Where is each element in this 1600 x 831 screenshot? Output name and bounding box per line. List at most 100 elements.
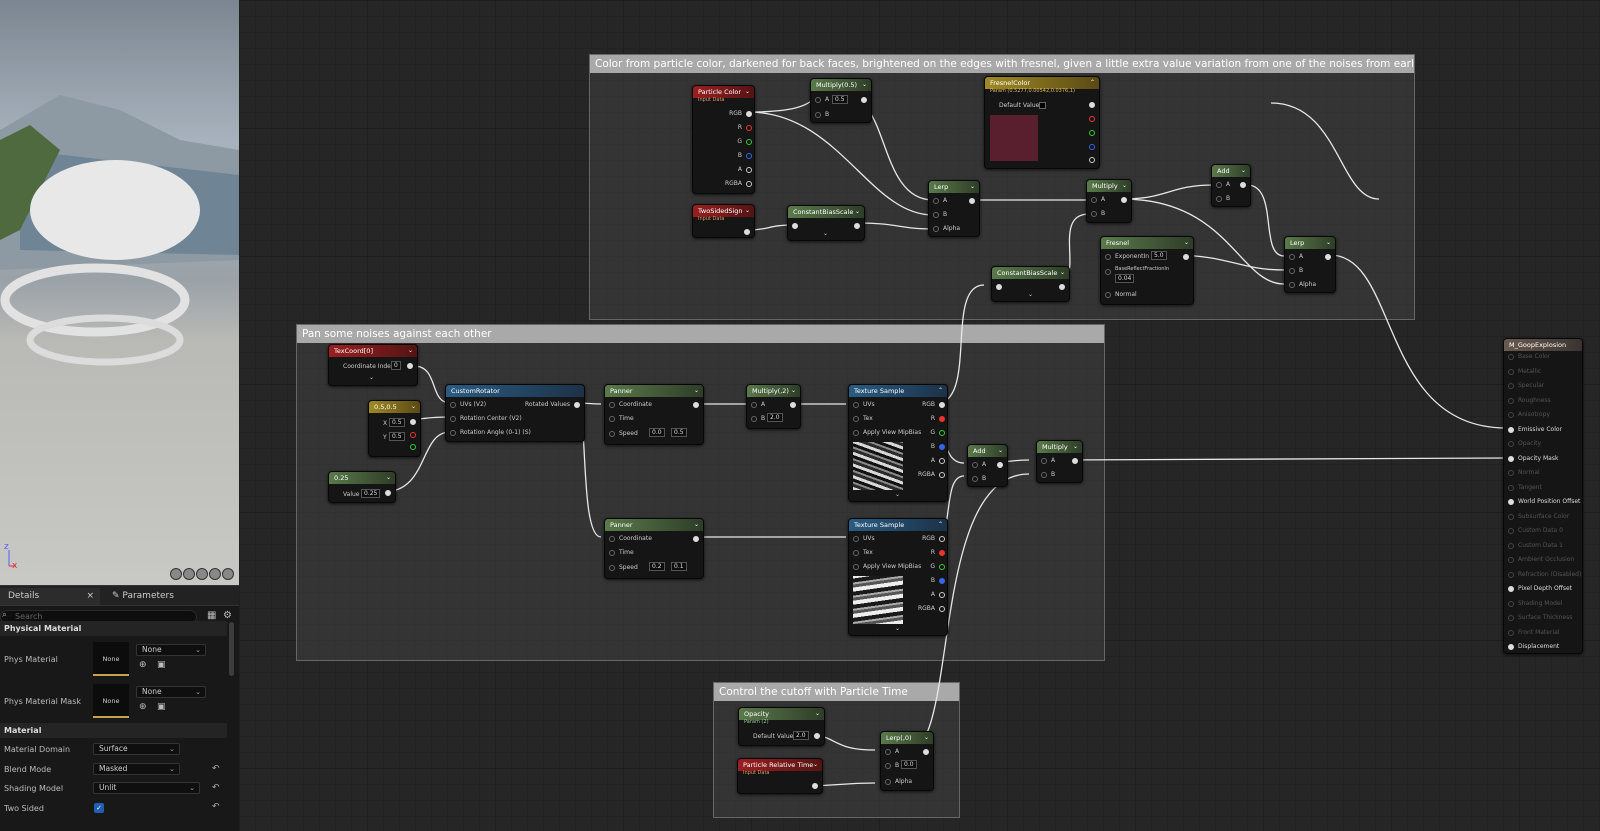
- close-icon[interactable]: ×: [86, 591, 94, 601]
- input-pin[interactable]: [1105, 292, 1111, 298]
- tab-parameters[interactable]: ✎ Parameters: [108, 588, 228, 605]
- value-field[interactable]: 2.0: [767, 413, 783, 422]
- node-vector-05[interactable]: 0.5,0.5⌄ X 0.5 Y 0.5: [368, 400, 421, 457]
- value-field[interactable]: 0: [391, 361, 401, 370]
- input-pin[interactable]: [853, 536, 859, 542]
- output-pin[interactable]: [746, 125, 752, 131]
- input-pin[interactable]: [1508, 586, 1514, 592]
- input-pin[interactable]: [815, 97, 821, 103]
- node-multiply-top[interactable]: Multiply⌄ A B: [1086, 179, 1132, 223]
- output-pin[interactable]: [939, 416, 945, 422]
- output-pin[interactable]: [939, 578, 945, 584]
- blend-mode-dropdown[interactable]: Masked⌄: [93, 763, 180, 775]
- use-selected-icon[interactable]: ▣: [157, 660, 166, 670]
- output-pin[interactable]: [939, 444, 945, 450]
- output-pin[interactable]: [746, 167, 752, 173]
- output-pin[interactable]: [939, 430, 945, 436]
- output-pin[interactable]: [410, 419, 416, 425]
- color-swatch-small[interactable]: [1039, 102, 1046, 109]
- input-pin[interactable]: [853, 416, 859, 422]
- input-pin[interactable]: [1289, 268, 1295, 274]
- input-pin[interactable]: [815, 112, 821, 118]
- node-panner-1[interactable]: Panner⌄ Coordinate Time Speed 0.0 0.5: [604, 384, 704, 445]
- input-pin[interactable]: [609, 431, 615, 437]
- output-pin[interactable]: [861, 97, 867, 103]
- input-pin[interactable]: [1508, 455, 1514, 462]
- comment-title[interactable]: Control the cutoff with Particle Time: [714, 683, 959, 701]
- output-pin[interactable]: [812, 783, 818, 789]
- value-field[interactable]: 0.1: [671, 562, 687, 571]
- output-pin[interactable]: [1089, 116, 1095, 122]
- preview-viewport[interactable]: z x: [0, 0, 239, 585]
- input-pin[interactable]: [1041, 472, 1047, 478]
- output-pin[interactable]: [693, 402, 699, 408]
- output-pin[interactable]: [939, 592, 945, 598]
- input-pin[interactable]: [609, 565, 615, 571]
- input-pin[interactable]: [1508, 644, 1514, 650]
- input-pin[interactable]: [609, 402, 615, 408]
- two-sided-checkbox[interactable]: ✓: [94, 803, 104, 813]
- details-scrollbar[interactable]: [229, 622, 234, 676]
- output-pin[interactable]: [574, 402, 580, 408]
- output-pin[interactable]: [1089, 130, 1095, 136]
- output-pin[interactable]: [939, 402, 945, 408]
- input-pin[interactable]: [1508, 368, 1514, 375]
- output-pin[interactable]: [854, 223, 860, 229]
- input-pin[interactable]: [609, 550, 615, 556]
- value-field[interactable]: 0.0: [649, 428, 665, 437]
- output-pin[interactable]: [790, 402, 796, 408]
- output-pin[interactable]: [1121, 197, 1127, 203]
- node-opacity-param[interactable]: Opacity⌄ Param (2) Default Value 2.0: [738, 707, 825, 746]
- input-pin[interactable]: [1289, 254, 1295, 260]
- input-pin[interactable]: [1508, 484, 1514, 491]
- reset-icon[interactable]: ↶: [212, 783, 220, 793]
- node-constant-bias-scale-1[interactable]: ConstantBiasScale⌄ ⌄: [787, 205, 865, 241]
- node-multiply-noise[interactable]: Multiply⌄ A B: [1036, 440, 1083, 483]
- output-pin[interactable]: [1089, 102, 1095, 108]
- input-pin[interactable]: [1091, 197, 1097, 203]
- input-pin[interactable]: [1289, 282, 1295, 288]
- reset-icon[interactable]: ↶: [212, 802, 220, 812]
- chevron-down-icon[interactable]: ⌄: [369, 374, 375, 381]
- output-pin[interactable]: [939, 536, 945, 542]
- comment-title[interactable]: Color from particle color, darkened for …: [590, 55, 1414, 73]
- chevron-down-icon[interactable]: ⌄: [895, 625, 901, 632]
- input-pin[interactable]: [1508, 470, 1514, 476]
- shading-model-dropdown[interactable]: Unlit⌄: [93, 782, 200, 794]
- input-pin[interactable]: [751, 402, 757, 408]
- input-pin[interactable]: [450, 416, 456, 422]
- table-view-icon[interactable]: ▦: [207, 610, 217, 621]
- node-lerp-top[interactable]: Lerp⌄ A B Alpha: [928, 180, 980, 237]
- node-texture-sample-1[interactable]: Texture Sample⌃ UVs Tex Apply View MipBi…: [848, 384, 948, 502]
- node-add-top[interactable]: Add⌄ A B: [1211, 164, 1251, 207]
- phys-material-mask-dropdown[interactable]: None⌄: [136, 686, 206, 698]
- category-material[interactable]: Material: [0, 723, 227, 738]
- node-fresnel-color[interactable]: FresnelColor⌃ Param (0.5277,0.00542,0.03…: [984, 76, 1100, 169]
- node-multiply-05[interactable]: Multiply(0.5)⌄ A 0.5 B: [810, 78, 872, 123]
- node-texcoord[interactable]: TexCoord[0]⌄ Coordinate Index 0 ⌄: [328, 344, 418, 386]
- node-multiply-2[interactable]: Multiply(,2)⌄ A B 2.0: [746, 384, 801, 429]
- value-field[interactable]: 0.25: [361, 489, 381, 498]
- chevron-down-icon[interactable]: ⌄: [823, 230, 829, 237]
- chevron-down-icon[interactable]: ⌄: [895, 491, 901, 498]
- comment-title[interactable]: Pan some noises against each other: [297, 325, 1104, 343]
- value-field[interactable]: 5.0: [1151, 251, 1167, 260]
- input-pin[interactable]: [1508, 499, 1514, 505]
- output-pin[interactable]: [407, 363, 413, 369]
- input-pin[interactable]: [1508, 426, 1514, 433]
- preview-mesh-button[interactable]: [222, 568, 234, 580]
- output-pin[interactable]: [1325, 254, 1331, 260]
- output-pin[interactable]: [997, 462, 1003, 468]
- input-pin[interactable]: [885, 763, 891, 769]
- comment-box-noise[interactable]: Pan some noises against each other: [296, 324, 1105, 661]
- input-pin[interactable]: [1508, 629, 1514, 636]
- input-pin[interactable]: [1508, 571, 1514, 578]
- output-pin[interactable]: [923, 749, 929, 755]
- output-pin[interactable]: [385, 490, 391, 496]
- output-pin[interactable]: [1240, 182, 1246, 188]
- output-pin[interactable]: [1059, 284, 1065, 290]
- value-field[interactable]: 0.5: [389, 418, 405, 427]
- input-pin[interactable]: [1508, 557, 1514, 563]
- output-pin[interactable]: [969, 198, 975, 204]
- input-pin[interactable]: [1105, 269, 1111, 275]
